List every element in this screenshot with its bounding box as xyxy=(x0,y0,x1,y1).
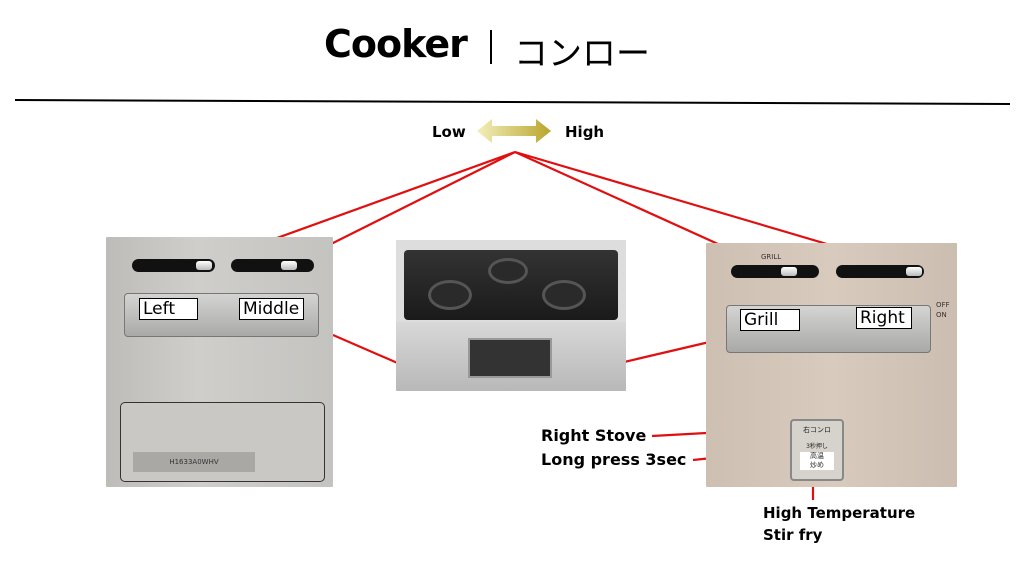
title-separator xyxy=(490,30,492,64)
cooktop-photo xyxy=(396,240,626,391)
long-press-annotation: Long press 3sec xyxy=(541,450,687,469)
grill-slider-label: GRILL xyxy=(761,253,782,261)
low-label: Low xyxy=(432,123,466,141)
right-burner-label: Right xyxy=(856,307,912,329)
grill-label: Grill xyxy=(740,309,800,331)
right-control-panel-photo: GRILL Grill Right OFF ON 右コンロ 3秒押し 高温炒め xyxy=(706,243,957,487)
button-text-2: 3秒押し xyxy=(806,443,828,450)
button-text-3: 高温 xyxy=(810,452,824,460)
header-divider xyxy=(14,99,1011,105)
high-temp-button[interactable]: 右コンロ 3秒押し 高温炒め xyxy=(790,419,844,481)
left-control-panel-photo: Left Middle H1633A0WHV xyxy=(106,237,333,487)
high-label: High xyxy=(565,123,605,141)
on-label: ON xyxy=(936,311,947,319)
button-text-4: 炒め xyxy=(810,461,824,469)
off-label: OFF xyxy=(936,301,950,309)
right-stove-annotation: Right Stove xyxy=(541,426,647,445)
model-plate: H1633A0WHV xyxy=(133,452,255,472)
left-burner-label: Left xyxy=(139,298,198,320)
stir-fry-annotation: Stir fry xyxy=(763,526,823,544)
button-text-1: 右コンロ xyxy=(803,426,831,434)
title-japanese: コンロー xyxy=(514,34,650,74)
middle-burner-label: Middle xyxy=(239,298,304,320)
title-english: Cooker xyxy=(324,22,468,66)
low-high-arrow-icon xyxy=(477,119,551,143)
high-temp-annotation: High Temperature xyxy=(763,504,916,522)
button-text-box: 高温炒め xyxy=(800,452,834,470)
